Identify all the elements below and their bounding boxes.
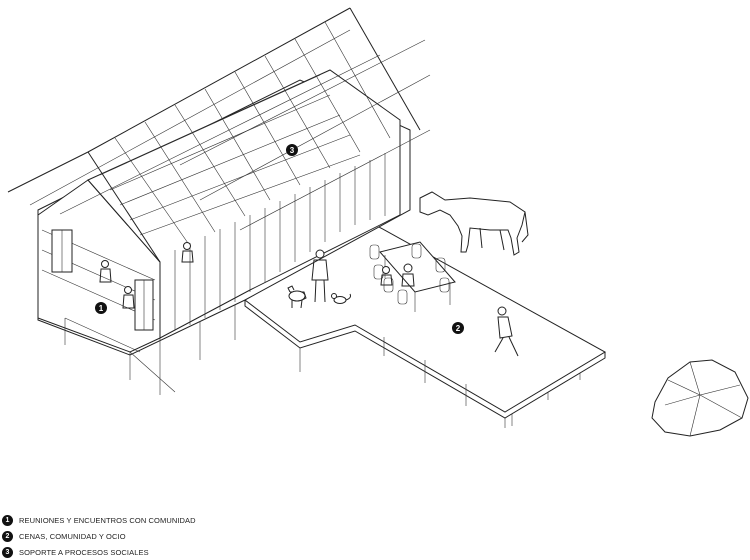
cat [331,293,351,304]
boulder [651,359,749,437]
legend-item: 3 SOPORTE A PROCESOS SOCIALES [2,546,196,558]
standing-person [311,249,329,303]
people [99,242,519,357]
legend: 1 REUNIONES Y ENCUENTROS CON COMUNIDAD 2… [2,514,196,558]
person-inside [99,260,112,283]
svg-text:1: 1 [99,304,104,313]
seated-person [401,263,415,287]
legend-label: REUNIONES Y ENCUENTROS CON COMUNIDAD [19,515,196,525]
area-marker-2: 2 [452,322,464,334]
legend-item: 2 CENAS, COMUNIDAD Y OCIO [2,530,196,542]
dog [287,285,307,309]
legend-label: CENAS, COMUNIDAD Y OCIO [19,531,126,541]
person-inside [122,286,135,309]
dining-table [369,241,456,312]
person-inside [181,242,194,263]
horse [419,191,529,256]
legend-label: SOPORTE A PROCESOS SOCIALES [19,547,149,557]
area-marker-1: 1 [95,302,107,314]
svg-text:3: 3 [290,146,295,155]
legend-bullet: 3 [2,546,13,558]
svg-text:2: 2 [456,324,461,333]
legend-bullet: 1 [2,514,13,526]
area-marker-3: 3 [286,144,298,156]
building [7,7,431,395]
seated-person [380,266,393,286]
legend-bullet: 2 [2,530,13,542]
legend-item: 1 REUNIONES Y ENCUENTROS CON COMUNIDAD [2,514,196,526]
walking-person [494,306,519,357]
